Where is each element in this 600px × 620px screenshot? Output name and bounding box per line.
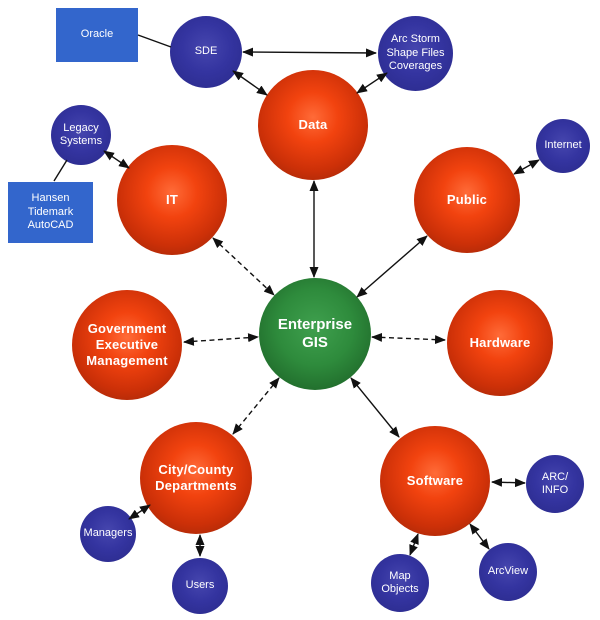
node-arcview: ArcView: [479, 543, 537, 601]
node-arc-storm-label: Arc Storm Shape Files Coverages: [386, 33, 445, 73]
edge-public-internet: [513, 159, 540, 175]
node-legacy-systems-label: Legacy Systems: [59, 121, 103, 147]
node-city-county-departments: City/County Departments: [140, 422, 252, 534]
node-oracle: Oracle: [56, 8, 138, 62]
edge-software-arcview: [469, 523, 490, 550]
node-map-objects-label: Map Objects: [381, 569, 419, 595]
node-enterprise-gis-label: Enterprise GIS: [277, 315, 353, 351]
edge-software-mapobjects: [409, 533, 419, 556]
node-arc-info: ARC/ INFO: [526, 455, 584, 513]
node-map-objects: Map Objects: [371, 554, 429, 612]
node-government-label: Government Executive Management: [86, 321, 168, 368]
node-government-executive-management: Government Executive Management: [72, 290, 182, 400]
node-it: IT: [117, 145, 227, 255]
edge-hub-software: [350, 377, 400, 438]
edge-sde-arcstorm: [242, 47, 377, 58]
edge-government-hub: [183, 333, 259, 346]
node-it-label: IT: [166, 192, 178, 208]
edge-citycounty-managers: [128, 504, 151, 520]
edge-hansen-legacy: [53, 159, 68, 182]
node-enterprise-gis-hub: Enterprise GIS: [259, 278, 371, 390]
edge-data-arcstorm: [356, 72, 388, 94]
node-arc-info-label: ARC/ INFO: [541, 470, 569, 496]
node-legacy-systems: Legacy Systems: [51, 105, 111, 165]
node-managers: Managers: [80, 506, 136, 562]
node-users-label: Users: [185, 579, 215, 592]
edge-hub-public: [356, 235, 428, 298]
node-arc-storm: Arc Storm Shape Files Coverages: [378, 16, 453, 91]
node-internet: Internet: [536, 119, 590, 173]
node-hansen-tidemark-autocad: Hansen Tidemark AutoCAD: [8, 182, 93, 243]
node-hansen-label: Hansen Tidemark AutoCAD: [27, 192, 74, 232]
edge-hub-citycounty: [232, 377, 280, 435]
node-sde-label: SDE: [194, 45, 218, 58]
node-data: Data: [258, 70, 368, 180]
node-software: Software: [380, 426, 490, 536]
node-users: Users: [172, 558, 228, 614]
node-public-label: Public: [446, 192, 488, 208]
node-hardware: Hardware: [447, 290, 553, 396]
node-oracle-label: Oracle: [80, 28, 114, 41]
edge-legacy-it: [103, 150, 130, 169]
edge-hub-hardware: [371, 332, 446, 345]
node-city-county-label: City/County Departments: [155, 462, 237, 493]
node-hardware-label: Hardware: [469, 335, 531, 351]
node-sde: SDE: [170, 16, 242, 88]
edge-it-hub: [212, 237, 275, 296]
node-arcview-label: ArcView: [487, 565, 529, 578]
node-managers-label: Managers: [83, 527, 133, 540]
node-software-label: Software: [406, 473, 464, 489]
node-internet-label: Internet: [544, 139, 582, 152]
node-data-label: Data: [298, 117, 328, 133]
node-public: Public: [414, 147, 520, 253]
edge-oracle-sde: [137, 34, 172, 48]
edge-sde-data: [232, 70, 268, 96]
edge-software-arcinfo: [491, 477, 526, 488]
